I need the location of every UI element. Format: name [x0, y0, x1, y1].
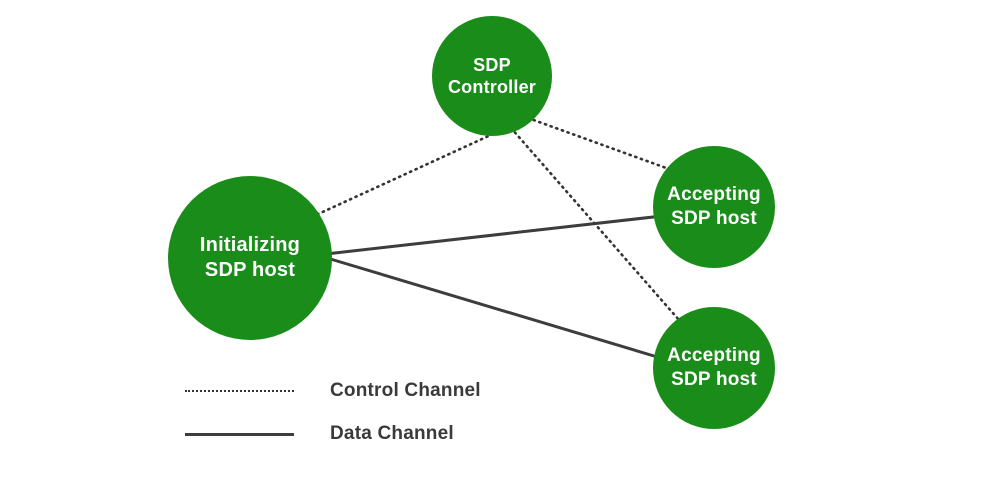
control-channel-line-controller-to-accepting-host-top — [526, 116, 671, 171]
node-accepting-sdp-host-bottom: Accepting SDP host — [653, 307, 775, 429]
legend-label-control-channel: Control Channel — [330, 380, 481, 401]
legend: Control Channel Data Channel — [185, 379, 481, 446]
data-channel-line-initializing-to-accepting-host-top — [325, 214, 663, 256]
node-accepting-sdp-host-bottom-label: Accepting SDP host — [667, 345, 761, 390]
node-accepting-sdp-host-top: Accepting SDP host — [653, 146, 775, 268]
node-initializing-sdp-host: Initializing SDP host — [168, 176, 332, 340]
legend-row-data-channel: Data Channel — [185, 422, 481, 446]
node-sdp-controller: SDP Controller — [432, 16, 552, 136]
node-initializing-sdp-host-label: Initializing SDP host — [199, 234, 301, 281]
legend-label-data-channel: Data Channel — [330, 423, 454, 444]
legend-row-control-channel: Control Channel — [185, 379, 481, 403]
data-channel-line-initializing-to-accepting-host-bottom — [326, 256, 665, 361]
data-channel-solid-line-sample — [185, 432, 294, 436]
node-accepting-sdp-host-top-label: Accepting SDP host — [667, 184, 761, 229]
control-channel-dotted-line-sample — [185, 390, 294, 392]
control-channel-line-controller-to-initializing-host — [314, 132, 495, 217]
node-sdp-controller-label: SDP Controller — [447, 54, 536, 97]
